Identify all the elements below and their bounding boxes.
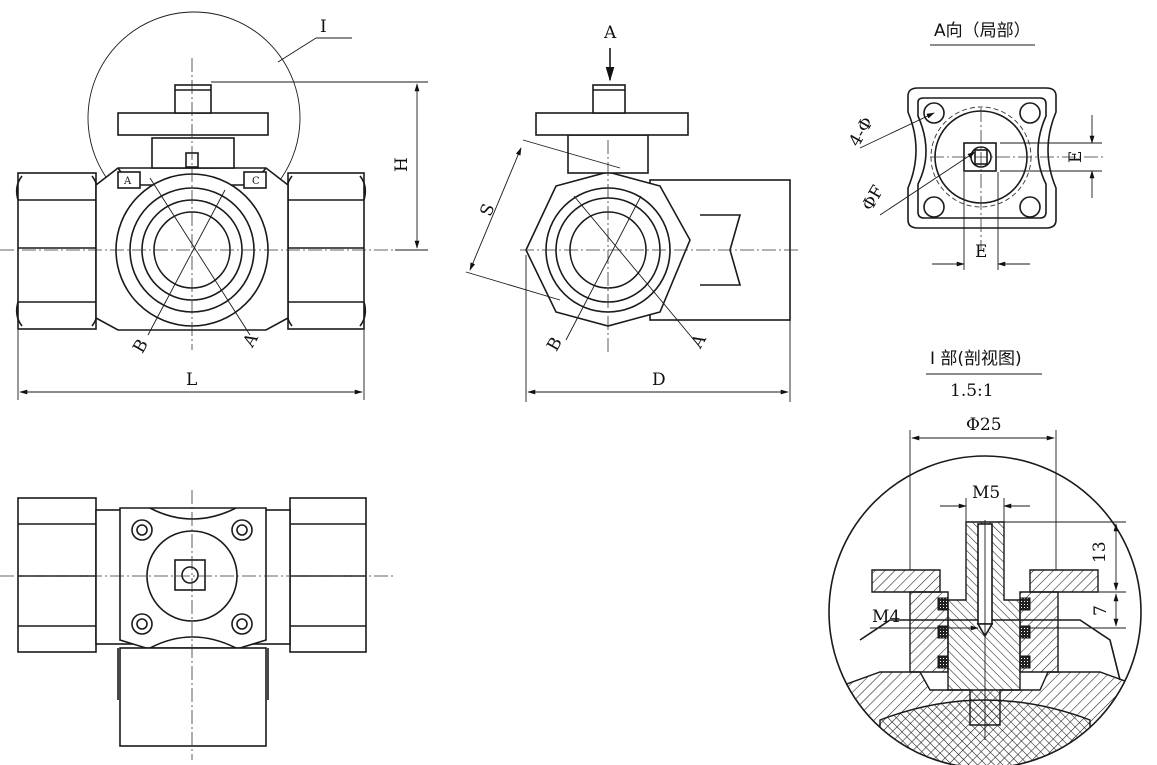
side-view: A B A S D	[465, 23, 800, 402]
view-A-partial: A向（局部） 4-Φ ΦF E E	[845, 21, 1105, 270]
dim-D: D	[652, 370, 666, 390]
section-label-B: B	[129, 336, 153, 357]
label-M4: M4	[872, 607, 900, 627]
dim-H: H	[392, 157, 412, 172]
section2-label-A: A	[687, 330, 711, 352]
port-label-C: C	[252, 176, 260, 187]
dim-E-horizontal: E	[975, 242, 987, 262]
label-bolt-holes: 4-Φ	[845, 114, 878, 150]
dim-E-vertical: E	[1066, 151, 1086, 163]
dim-S: S	[476, 201, 499, 219]
detail-scale: 1.5:1	[950, 381, 994, 401]
detail-I-section: I 部(剖视图) 1.5:1	[828, 349, 1142, 765]
port-label-A: A	[123, 176, 132, 187]
dim-13: 13	[1090, 541, 1110, 563]
dim-diam-25: Φ25	[966, 415, 1002, 435]
bottom-view	[0, 490, 395, 760]
detail-title: I 部(剖视图)	[930, 349, 1022, 369]
section-label-A: A	[239, 329, 263, 351]
label-M5: M5	[972, 483, 1000, 503]
dim-L: L	[186, 370, 197, 390]
view-arrow-A: A	[603, 23, 617, 43]
dim-7: 7	[1091, 605, 1111, 616]
view-A-title: A向（局部）	[934, 21, 1031, 41]
detail-label-I: I	[320, 17, 327, 37]
front-view: A C B A H L I	[0, 11, 428, 400]
section2-label-B: B	[543, 334, 567, 355]
label-bore-F: ΦF	[858, 182, 888, 214]
